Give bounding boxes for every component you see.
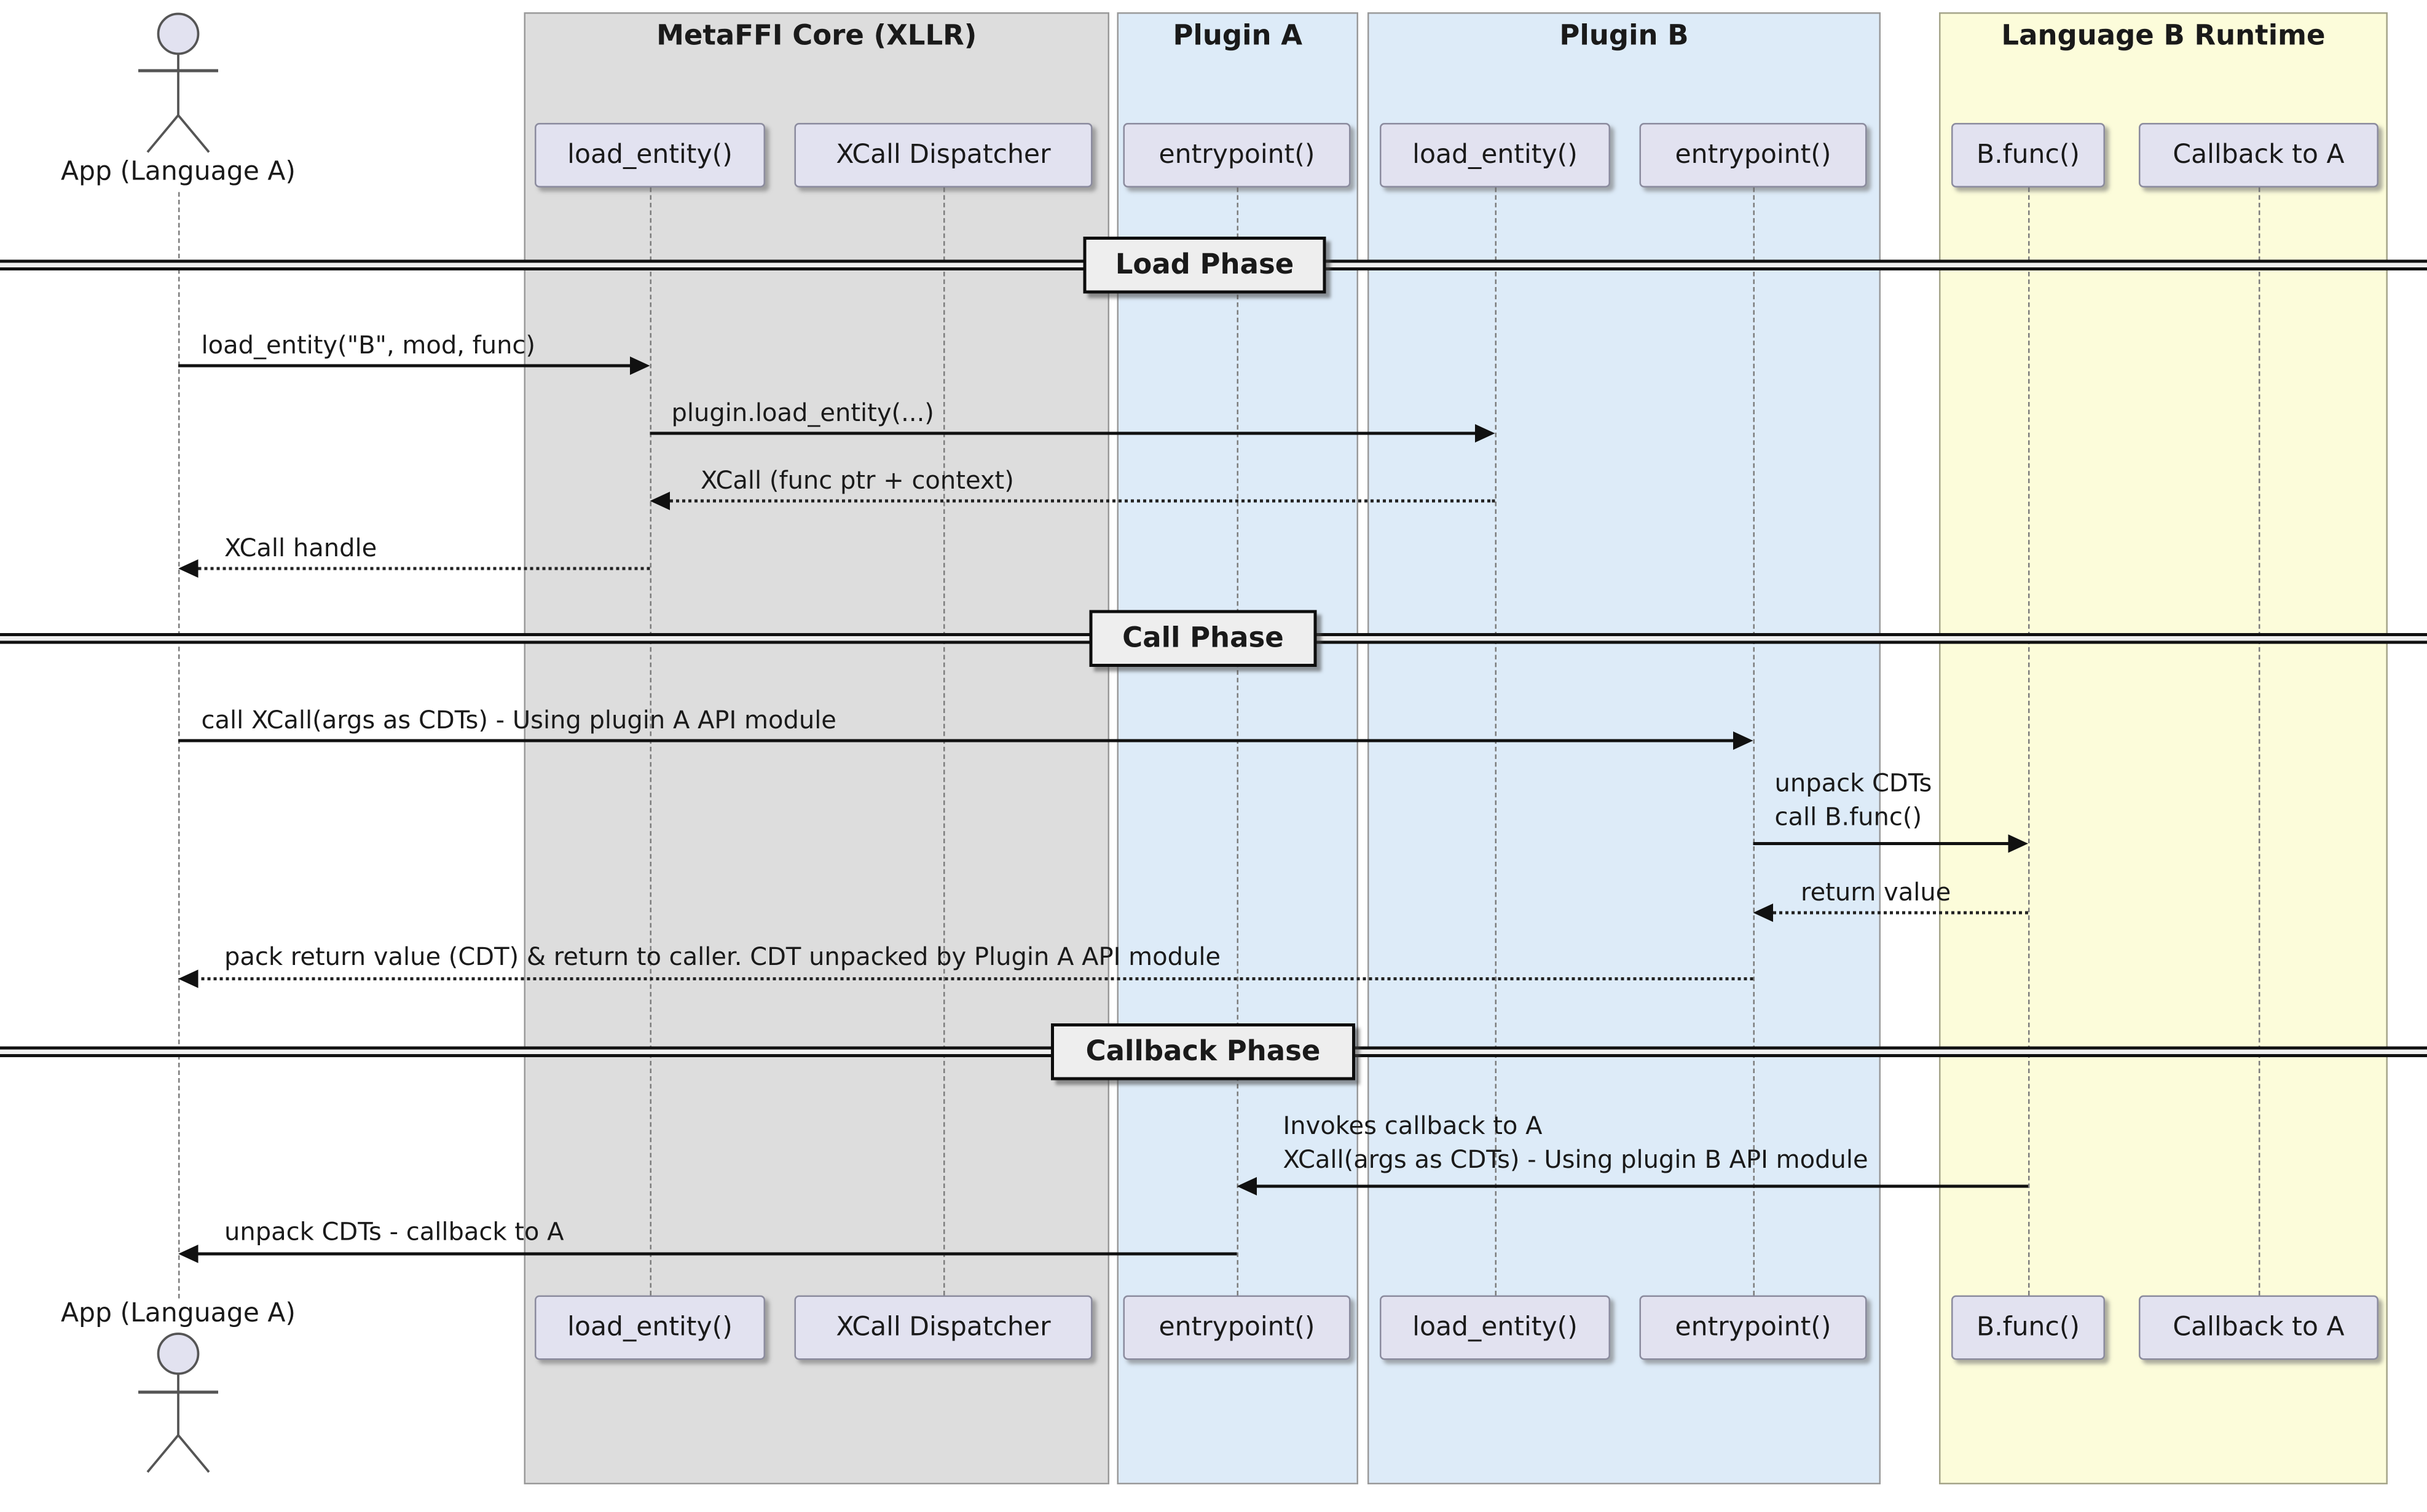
- participant-label: entrypoint(): [1158, 140, 1315, 171]
- message-line: [194, 977, 1753, 980]
- message-label-plugin-load-entity: plugin.load_entity(...): [671, 398, 934, 428]
- arrowhead-left-icon: [1237, 1177, 1257, 1195]
- participant-label: load_entity(): [1412, 140, 1578, 171]
- lifeline-callback-to-a: [2259, 187, 2260, 1296]
- message-line: [194, 1252, 1237, 1256]
- participant-label: load_entity(): [567, 140, 733, 171]
- message-label-xcall-func-ptr: XCall (func ptr + context): [701, 465, 1014, 495]
- message-label-unpack-cdts: unpack CDTs: [1774, 768, 1932, 798]
- actor-label-bottom: App (Language A): [60, 1298, 296, 1329]
- participant-label: Callback to A: [2173, 140, 2345, 171]
- divider-label-callback-phase: Callback Phase: [1051, 1023, 1355, 1081]
- divider-text: Load Phase: [1115, 249, 1294, 282]
- lifeline-b-func: [2028, 187, 2030, 1296]
- message-label-xcall-args-cdts: XCall(args as CDTs) - Using plugin B API…: [1283, 1144, 1868, 1175]
- participant-label: Callback to A: [2173, 1312, 2345, 1343]
- message-label-xcall-handle: XCall handle: [224, 533, 377, 563]
- lane-metaffi-core: MetaFFI Core (XLLR): [524, 12, 1109, 1484]
- arrowhead-right-icon: [1733, 731, 1753, 750]
- message-label-call-b-func: call B.func(): [1774, 802, 1922, 832]
- arrowhead-left-icon: [178, 559, 199, 578]
- message-line: [1753, 842, 2013, 845]
- message-line: [665, 499, 1495, 503]
- message-label-pack-return-value: pack return value (CDT) & return to call…: [224, 942, 1221, 972]
- participant-label: entrypoint(): [1158, 1312, 1315, 1343]
- arrowhead-left-icon: [178, 1245, 199, 1263]
- divider-label-call-phase: Call Phase: [1089, 610, 1317, 667]
- participant-b-func-bottom: B.func(): [1951, 1295, 2105, 1360]
- participant-xcall-dispatcher-top: XCall Dispatcher: [794, 123, 1093, 187]
- arrowhead-right-icon: [2008, 834, 2028, 853]
- actor-label-top: App (Language A): [60, 157, 296, 187]
- divider-text: Callback Phase: [1085, 1036, 1321, 1068]
- participant-xcall-dispatcher-bottom: XCall Dispatcher: [794, 1295, 1093, 1360]
- participant-callback-to-a-bottom: Callback to A: [2139, 1295, 2378, 1360]
- participant-plugin-b-load-entity-top: load_entity(): [1380, 123, 1610, 187]
- lifeline-app: [178, 192, 180, 1299]
- lane-title-plugin-a: Plugin A: [1173, 20, 1303, 53]
- participant-plugin-b-entrypoint-bottom: entrypoint(): [1639, 1295, 1867, 1360]
- participant-label: load_entity(): [1412, 1312, 1578, 1343]
- participant-callback-to-a-top: Callback to A: [2139, 123, 2378, 187]
- message-line: [178, 739, 1738, 742]
- lane-plugin-b: Plugin B: [1367, 12, 1881, 1484]
- message-line: [178, 364, 635, 368]
- lane-language-b-runtime: Language B Runtime: [1939, 12, 2388, 1484]
- lane-title-plugin-b: Plugin B: [1559, 20, 1689, 53]
- participant-label: XCall Dispatcher: [836, 1312, 1051, 1343]
- message-line: [1252, 1184, 2028, 1188]
- arrowhead-left-icon: [178, 969, 199, 988]
- participant-plugin-a-entrypoint-bottom: entrypoint(): [1123, 1295, 1351, 1360]
- participant-b-func-top: B.func(): [1951, 123, 2105, 187]
- lane-title-metaffi-core: MetaFFI Core (XLLR): [656, 20, 977, 53]
- message-line: [1768, 911, 2028, 915]
- participant-label: B.func(): [1976, 140, 2080, 171]
- arrowhead-right-icon: [630, 356, 650, 375]
- participant-label: XCall Dispatcher: [836, 140, 1051, 171]
- participant-plugin-b-load-entity-bottom: load_entity(): [1380, 1295, 1610, 1360]
- actor-figure-bottom: [138, 1333, 218, 1473]
- participant-label: entrypoint(): [1675, 140, 1831, 171]
- arrowhead-left-icon: [1753, 904, 1773, 922]
- arrowhead-left-icon: [650, 492, 670, 510]
- message-label-unpack-cdts-callback: unpack CDTs - callback to A: [224, 1217, 564, 1246]
- message-label-return-value: return value: [1801, 877, 1951, 907]
- actor-figure-top: [138, 12, 218, 153]
- message-label-call-xcall: call XCall(args as CDTs) - Using plugin …: [201, 705, 836, 735]
- participant-label: entrypoint(): [1675, 1312, 1831, 1343]
- message-line: [650, 431, 1480, 435]
- message-line: [194, 567, 650, 570]
- divider-label-load-phase: Load Phase: [1083, 237, 1326, 294]
- participant-plugin-a-entrypoint-top: entrypoint(): [1123, 123, 1351, 187]
- arrowhead-right-icon: [1475, 424, 1495, 443]
- message-label-load-entity: load_entity("B", mod, func): [201, 330, 536, 360]
- participant-label: B.func(): [1976, 1312, 2080, 1343]
- divider-text: Call Phase: [1122, 622, 1284, 655]
- participant-core-load-entity-bottom: load_entity(): [535, 1295, 765, 1360]
- participant-label: load_entity(): [567, 1312, 733, 1343]
- participant-plugin-b-entrypoint-top: entrypoint(): [1639, 123, 1867, 187]
- lifeline-plugin-b-entrypoint: [1753, 187, 1755, 1296]
- lane-title-language-b-runtime: Language B Runtime: [2001, 20, 2326, 53]
- message-label-invokes-callback: Invokes callback to A: [1283, 1111, 1543, 1141]
- participant-core-load-entity-top: load_entity(): [535, 123, 765, 187]
